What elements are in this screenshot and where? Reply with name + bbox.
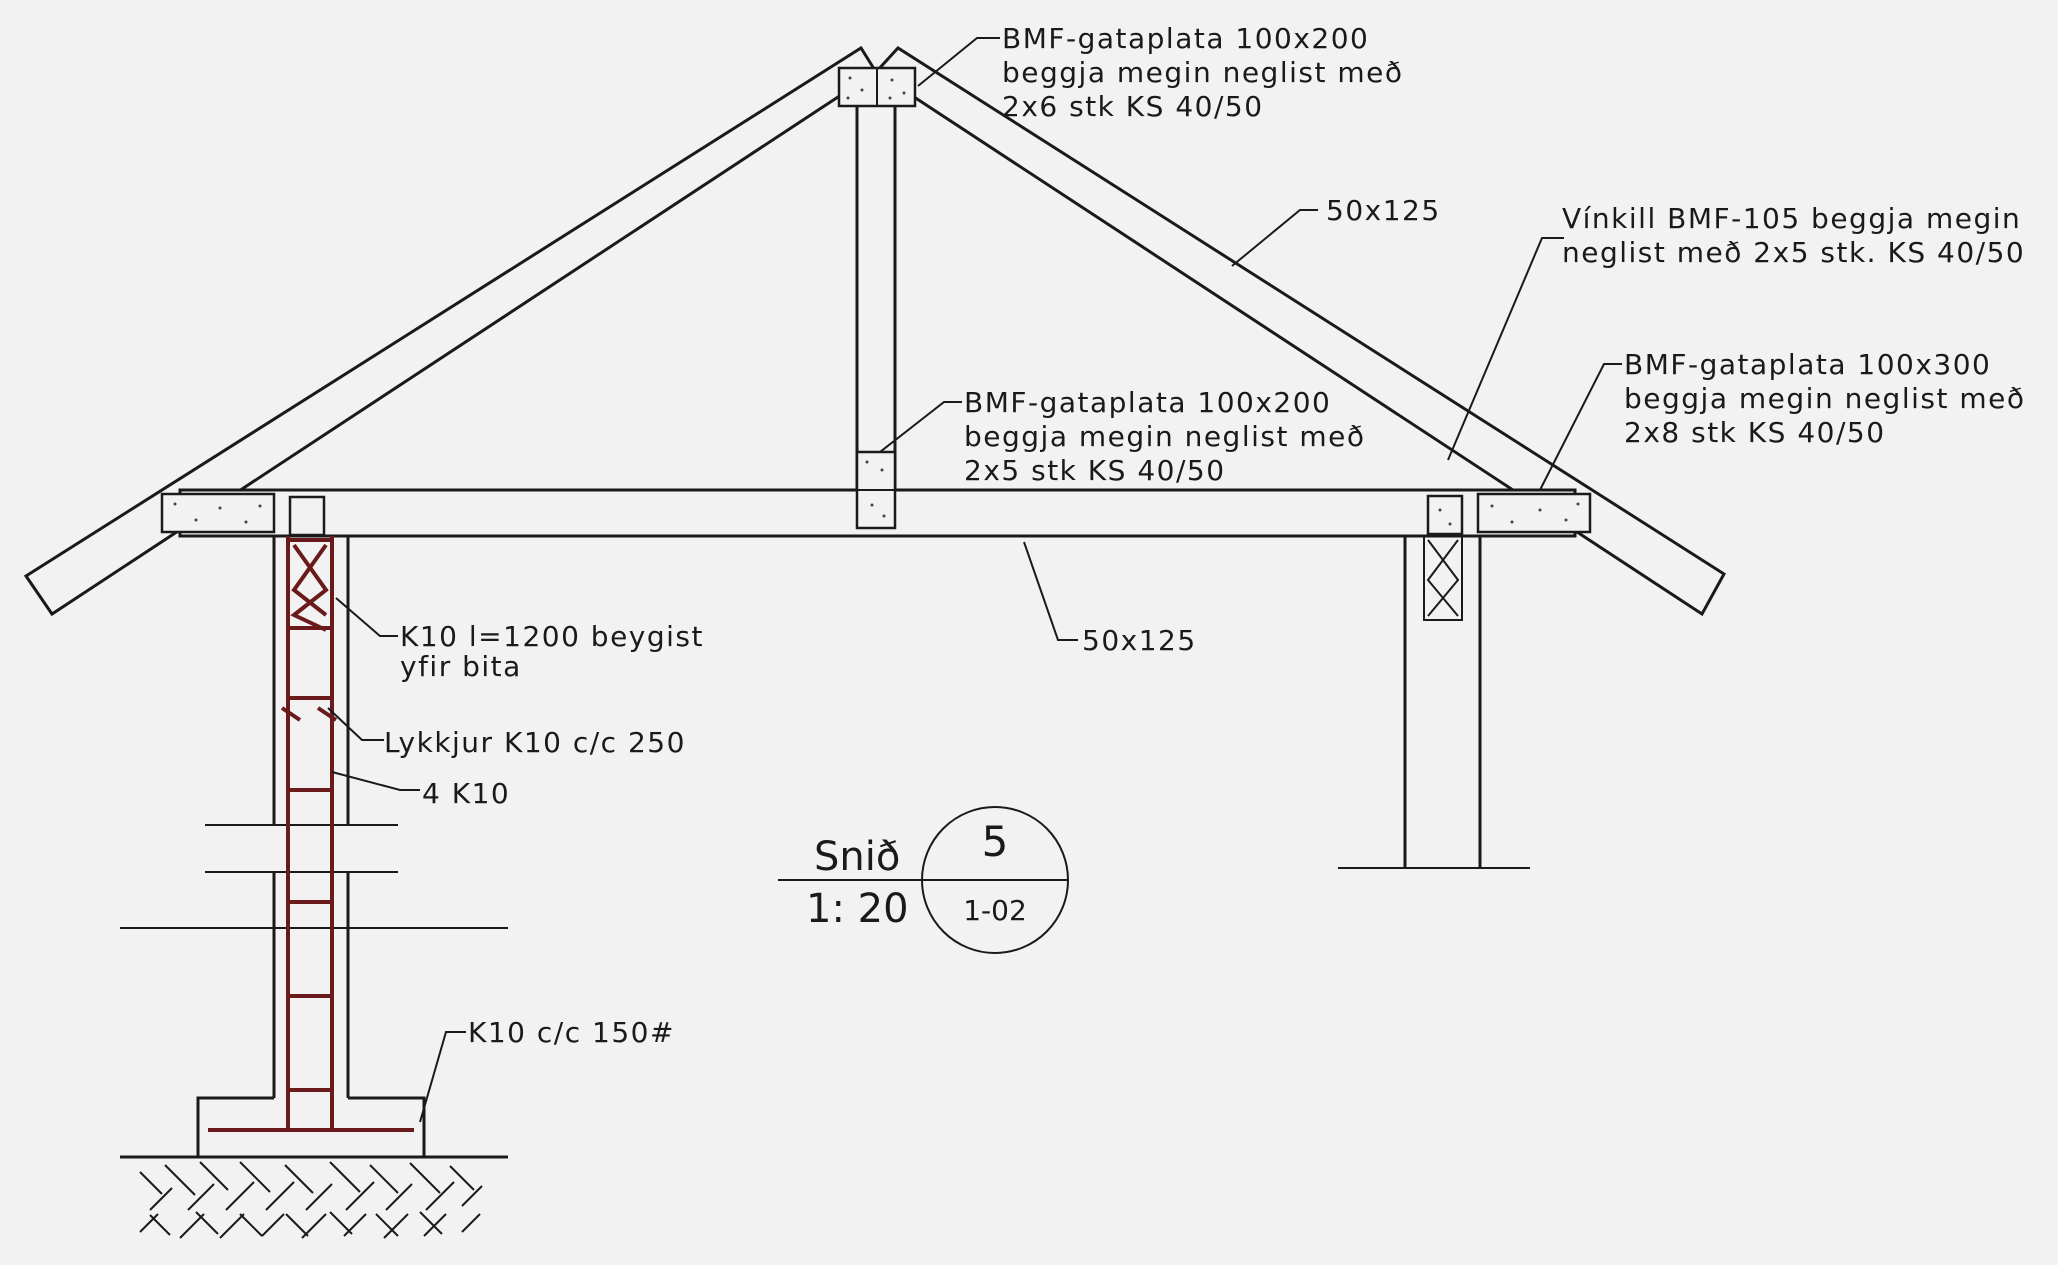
section-label: Snið [814, 834, 900, 880]
section-title-block: Snið 1: 20 5 1-02 [778, 806, 1069, 954]
right-column [1338, 535, 1530, 869]
left-eave-gusset-plate [160, 492, 276, 534]
ridge-gusset-plate [837, 66, 917, 108]
eave-plate-right-annotation: BMF-gataplata 100x300 beggja megin negli… [1624, 348, 2026, 449]
rafter-size-label: 50x125 [1326, 194, 1441, 227]
ground-hatch [139, 1161, 483, 1239]
eave-plate-right-line-3: 2x8 stk KS 40/50 [1624, 416, 1886, 449]
rebar-bent-line-1: K10 l=1200 beygist [400, 620, 704, 653]
section-sheet-ref: 1-02 [963, 894, 1027, 927]
left-footing [120, 1096, 508, 1159]
section-scale: 1: 20 [806, 886, 909, 932]
post-plate-line-2: beggja megin neglist með [964, 420, 1366, 453]
leader-lines [327, 37, 1622, 1123]
right-eave-gusset-plate [1476, 492, 1592, 534]
angle-bracket-line-2: neglist með 2x5 stk. KS 40/50 [1562, 236, 2025, 269]
angle-bracket-line-1: Vínkill BMF-105 beggja megin [1562, 202, 2021, 235]
longitudinal-bars-label: 4 K10 [422, 777, 510, 810]
post-plate-line-3: 2x5 stk KS 40/50 [964, 454, 1226, 487]
angle-bracket-annotation: Vínkill BMF-105 beggja megin neglist með… [1562, 202, 2025, 269]
tie-beam-size-label: 50x125 [1082, 624, 1197, 657]
ridge-plate-line-3: 2x6 stk KS 40/50 [1002, 90, 1264, 123]
ridge-plate-line-2: beggja megin neglist með [1002, 56, 1404, 89]
footing-mesh-label: K10 c/c 150# [468, 1016, 675, 1049]
post-gusset-plate [855, 450, 897, 530]
eave-plate-right-line-2: beggja megin neglist með [1624, 382, 2026, 415]
ridge-plate-line-1: BMF-gataplata 100x200 [1002, 22, 1369, 55]
column-reinforcement [208, 536, 414, 1132]
rebar-bent-annotation: K10 l=1200 beygist yfir bita [400, 620, 704, 683]
post-plate-annotation: BMF-gataplata 100x200 beggja megin negli… [964, 386, 1366, 487]
king-post [855, 103, 897, 492]
left-angle-bracket [288, 495, 326, 537]
post-plate-line-1: BMF-gataplata 100x200 [964, 386, 1331, 419]
stirrups-label: Lykkjur K10 c/c 250 [384, 726, 686, 759]
left-column [120, 536, 508, 1098]
rebar-bent-line-2: yfir bita [400, 650, 522, 683]
right-angle-bracket [1426, 494, 1464, 536]
ridge-plate-annotation: BMF-gataplata 100x200 beggja megin negli… [1002, 22, 1404, 123]
section-number: 5 [982, 817, 1009, 866]
eave-plate-right-line-1: BMF-gataplata 100x300 [1624, 348, 1991, 381]
right-rafter [873, 46, 1726, 617]
